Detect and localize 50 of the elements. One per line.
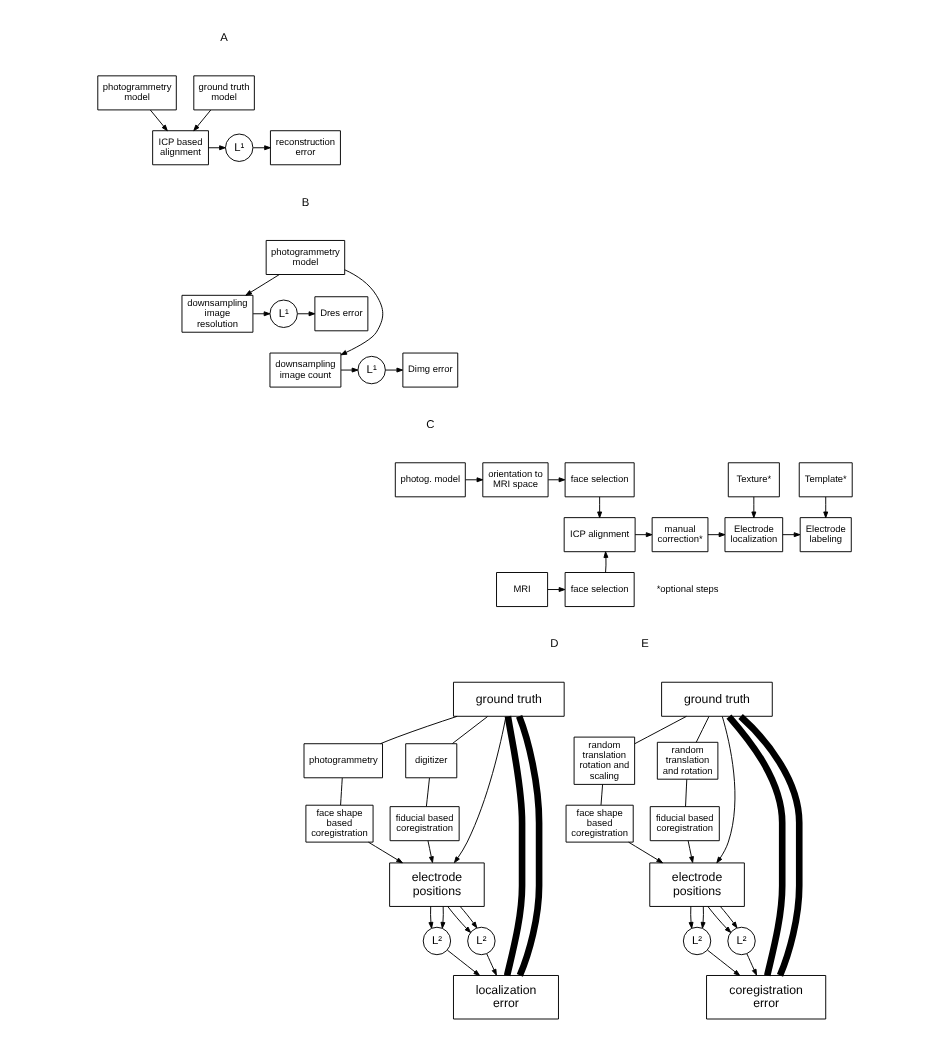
- arrow: [781, 532, 800, 538]
- arrow: [452, 716, 506, 864]
- arrow: [750, 496, 756, 519]
- connector: [339, 777, 342, 806]
- arrow: [445, 949, 480, 976]
- arrow: [458, 906, 477, 929]
- arrow: [706, 906, 731, 933]
- arrow: [485, 953, 496, 976]
- arrow: [244, 274, 279, 296]
- arrow: [745, 953, 756, 976]
- arrow: [339, 269, 383, 356]
- arrow: [706, 532, 725, 538]
- arrow: [296, 311, 315, 317]
- arrow: [251, 311, 270, 317]
- connector: [684, 778, 687, 808]
- connector: [450, 716, 488, 745]
- arrow: [706, 949, 740, 976]
- arrow: [546, 587, 565, 592]
- arrow: [192, 109, 211, 132]
- arrow: [148, 109, 167, 132]
- arrow: [822, 496, 828, 519]
- arrow: [718, 906, 737, 929]
- arrow: [427, 906, 433, 929]
- arrow: [687, 906, 693, 929]
- arrow: [546, 477, 565, 483]
- connector: [737, 714, 802, 977]
- connector: [633, 715, 686, 745]
- connector: [515, 715, 542, 977]
- connector: [725, 714, 785, 977]
- arrow: [446, 906, 471, 933]
- arrow: [207, 145, 225, 151]
- arrow: [627, 841, 662, 864]
- arrow: [366, 841, 402, 864]
- arrow: [715, 716, 735, 864]
- arrow: [686, 840, 693, 863]
- arrow: [633, 532, 652, 538]
- arrow: [602, 551, 608, 573]
- connector: [694, 716, 709, 743]
- arrow: [699, 906, 705, 929]
- connector: [424, 777, 429, 807]
- arrow: [464, 477, 483, 483]
- arrow: [251, 145, 270, 151]
- connector: [379, 715, 457, 745]
- connector: [502, 715, 525, 977]
- connector: [599, 783, 603, 806]
- arrow: [596, 496, 602, 519]
- arrow: [339, 367, 358, 373]
- arrow: [426, 840, 433, 863]
- arrow: [383, 367, 403, 373]
- arrow: [439, 906, 445, 929]
